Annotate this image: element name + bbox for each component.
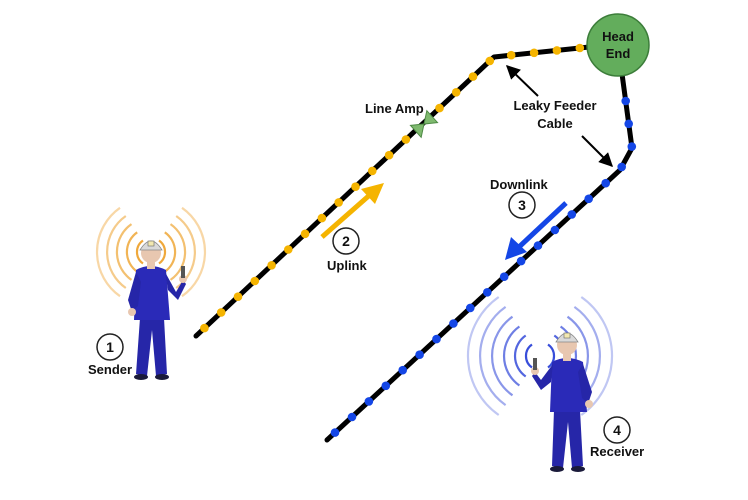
cable-dot — [216, 308, 226, 317]
cable-dot — [567, 210, 577, 219]
line-amp-icon[interactable] — [409, 109, 439, 139]
cable-dot — [627, 142, 637, 151]
radio-wave-arc — [513, 334, 527, 378]
radio-wave-arc — [135, 239, 144, 265]
cable-dot — [449, 319, 458, 328]
cable-dot — [317, 213, 327, 223]
radio-wave-arc — [169, 223, 187, 281]
head-end-label-line2: End — [606, 46, 631, 61]
downlink-cable-dots — [330, 96, 637, 437]
receiver-person-icon[interactable] — [531, 332, 593, 472]
uplink-cable-dots — [200, 43, 585, 333]
cable-dot — [364, 397, 374, 406]
cable-dot — [529, 48, 539, 58]
cable-dot — [485, 56, 495, 66]
cable-dot — [200, 323, 209, 333]
svg-text:1: 1 — [106, 339, 114, 355]
cable-dot — [368, 166, 377, 176]
cable-dot — [621, 96, 630, 106]
cable-dot — [330, 428, 340, 437]
cable-dot — [552, 46, 562, 55]
cable-dot — [300, 229, 310, 239]
cable-dot — [468, 72, 478, 81]
uplink-arrow — [320, 183, 384, 239]
cable-dot — [384, 150, 394, 160]
radio-wave-arc — [466, 296, 500, 416]
step-3-badge: 3 — [508, 191, 536, 219]
leaky-feeder-arrow-upper — [505, 65, 539, 97]
radio-wave-arc — [478, 306, 507, 406]
radio-wave-arc — [547, 343, 556, 369]
radio-wave-arc — [115, 223, 133, 281]
cable-dot — [516, 256, 526, 266]
cable-dot — [267, 261, 276, 270]
downlink-cable — [324, 41, 635, 443]
cable-dot — [381, 381, 391, 391]
downlink-arrow — [505, 201, 568, 260]
cable-dot — [584, 194, 593, 204]
cable-dot — [398, 365, 408, 375]
step-2-badge: 2 — [332, 227, 360, 255]
step-1-badge: 1 — [96, 333, 124, 361]
sender-label: Sender — [88, 362, 132, 377]
radio-wave-arc — [490, 315, 514, 397]
cable-dot — [334, 198, 344, 207]
sender-person-icon[interactable] — [128, 240, 187, 380]
cable-dot — [415, 350, 424, 360]
cable-dot — [351, 182, 360, 191]
radio-wave-arc — [181, 206, 206, 298]
radio-wave-arc — [164, 231, 177, 273]
receiver-label: Receiver — [590, 444, 644, 459]
sender-radio-waves-icon — [96, 206, 206, 298]
svg-text:3: 3 — [518, 197, 526, 213]
cable-dot — [233, 292, 243, 302]
cable-dot — [466, 303, 475, 313]
cable-dot — [483, 288, 492, 297]
downlink-label: Downlink — [490, 177, 549, 192]
radio-wave-arc — [502, 325, 521, 387]
uplink-label: Uplink — [327, 258, 367, 273]
uplink-cable — [193, 41, 621, 339]
cable-dot — [499, 272, 509, 282]
cable-dot — [550, 225, 560, 235]
cable-dot — [451, 88, 461, 97]
cable-dot — [624, 119, 633, 129]
radio-wave-arc — [96, 206, 121, 298]
cable-dot — [575, 43, 585, 53]
receiver-radio-waves-icon — [466, 296, 614, 416]
cable-dot — [432, 334, 441, 344]
cable-dot — [284, 245, 293, 254]
cable-dot — [533, 241, 543, 250]
cable-dot — [435, 103, 444, 113]
radio-wave-arc — [158, 239, 167, 265]
head-end-node[interactable]: Head End — [586, 13, 650, 77]
radio-wave-arc — [125, 231, 138, 273]
cable-dot — [601, 178, 610, 188]
cable-dot — [401, 135, 411, 144]
radio-wave-arc — [580, 296, 614, 416]
leaky-feeder-label-line1: Leaky Feeder — [513, 98, 596, 113]
line-amp-label: Line Amp — [365, 101, 424, 116]
cable-dot — [250, 276, 260, 286]
cable-dot — [506, 50, 516, 60]
leaky-feeder-label-line2: Cable — [537, 116, 572, 131]
svg-text:4: 4 — [613, 422, 621, 438]
cable-dot — [347, 412, 357, 422]
radio-wave-arc — [524, 343, 533, 369]
radio-wave-arc — [106, 215, 127, 289]
svg-text:2: 2 — [342, 233, 350, 249]
cable-dot — [617, 162, 626, 172]
leaky-feeder-arrow-lower — [581, 135, 613, 167]
head-end-label-line1: Head — [602, 29, 634, 44]
step-4-badge: 4 — [603, 416, 631, 444]
